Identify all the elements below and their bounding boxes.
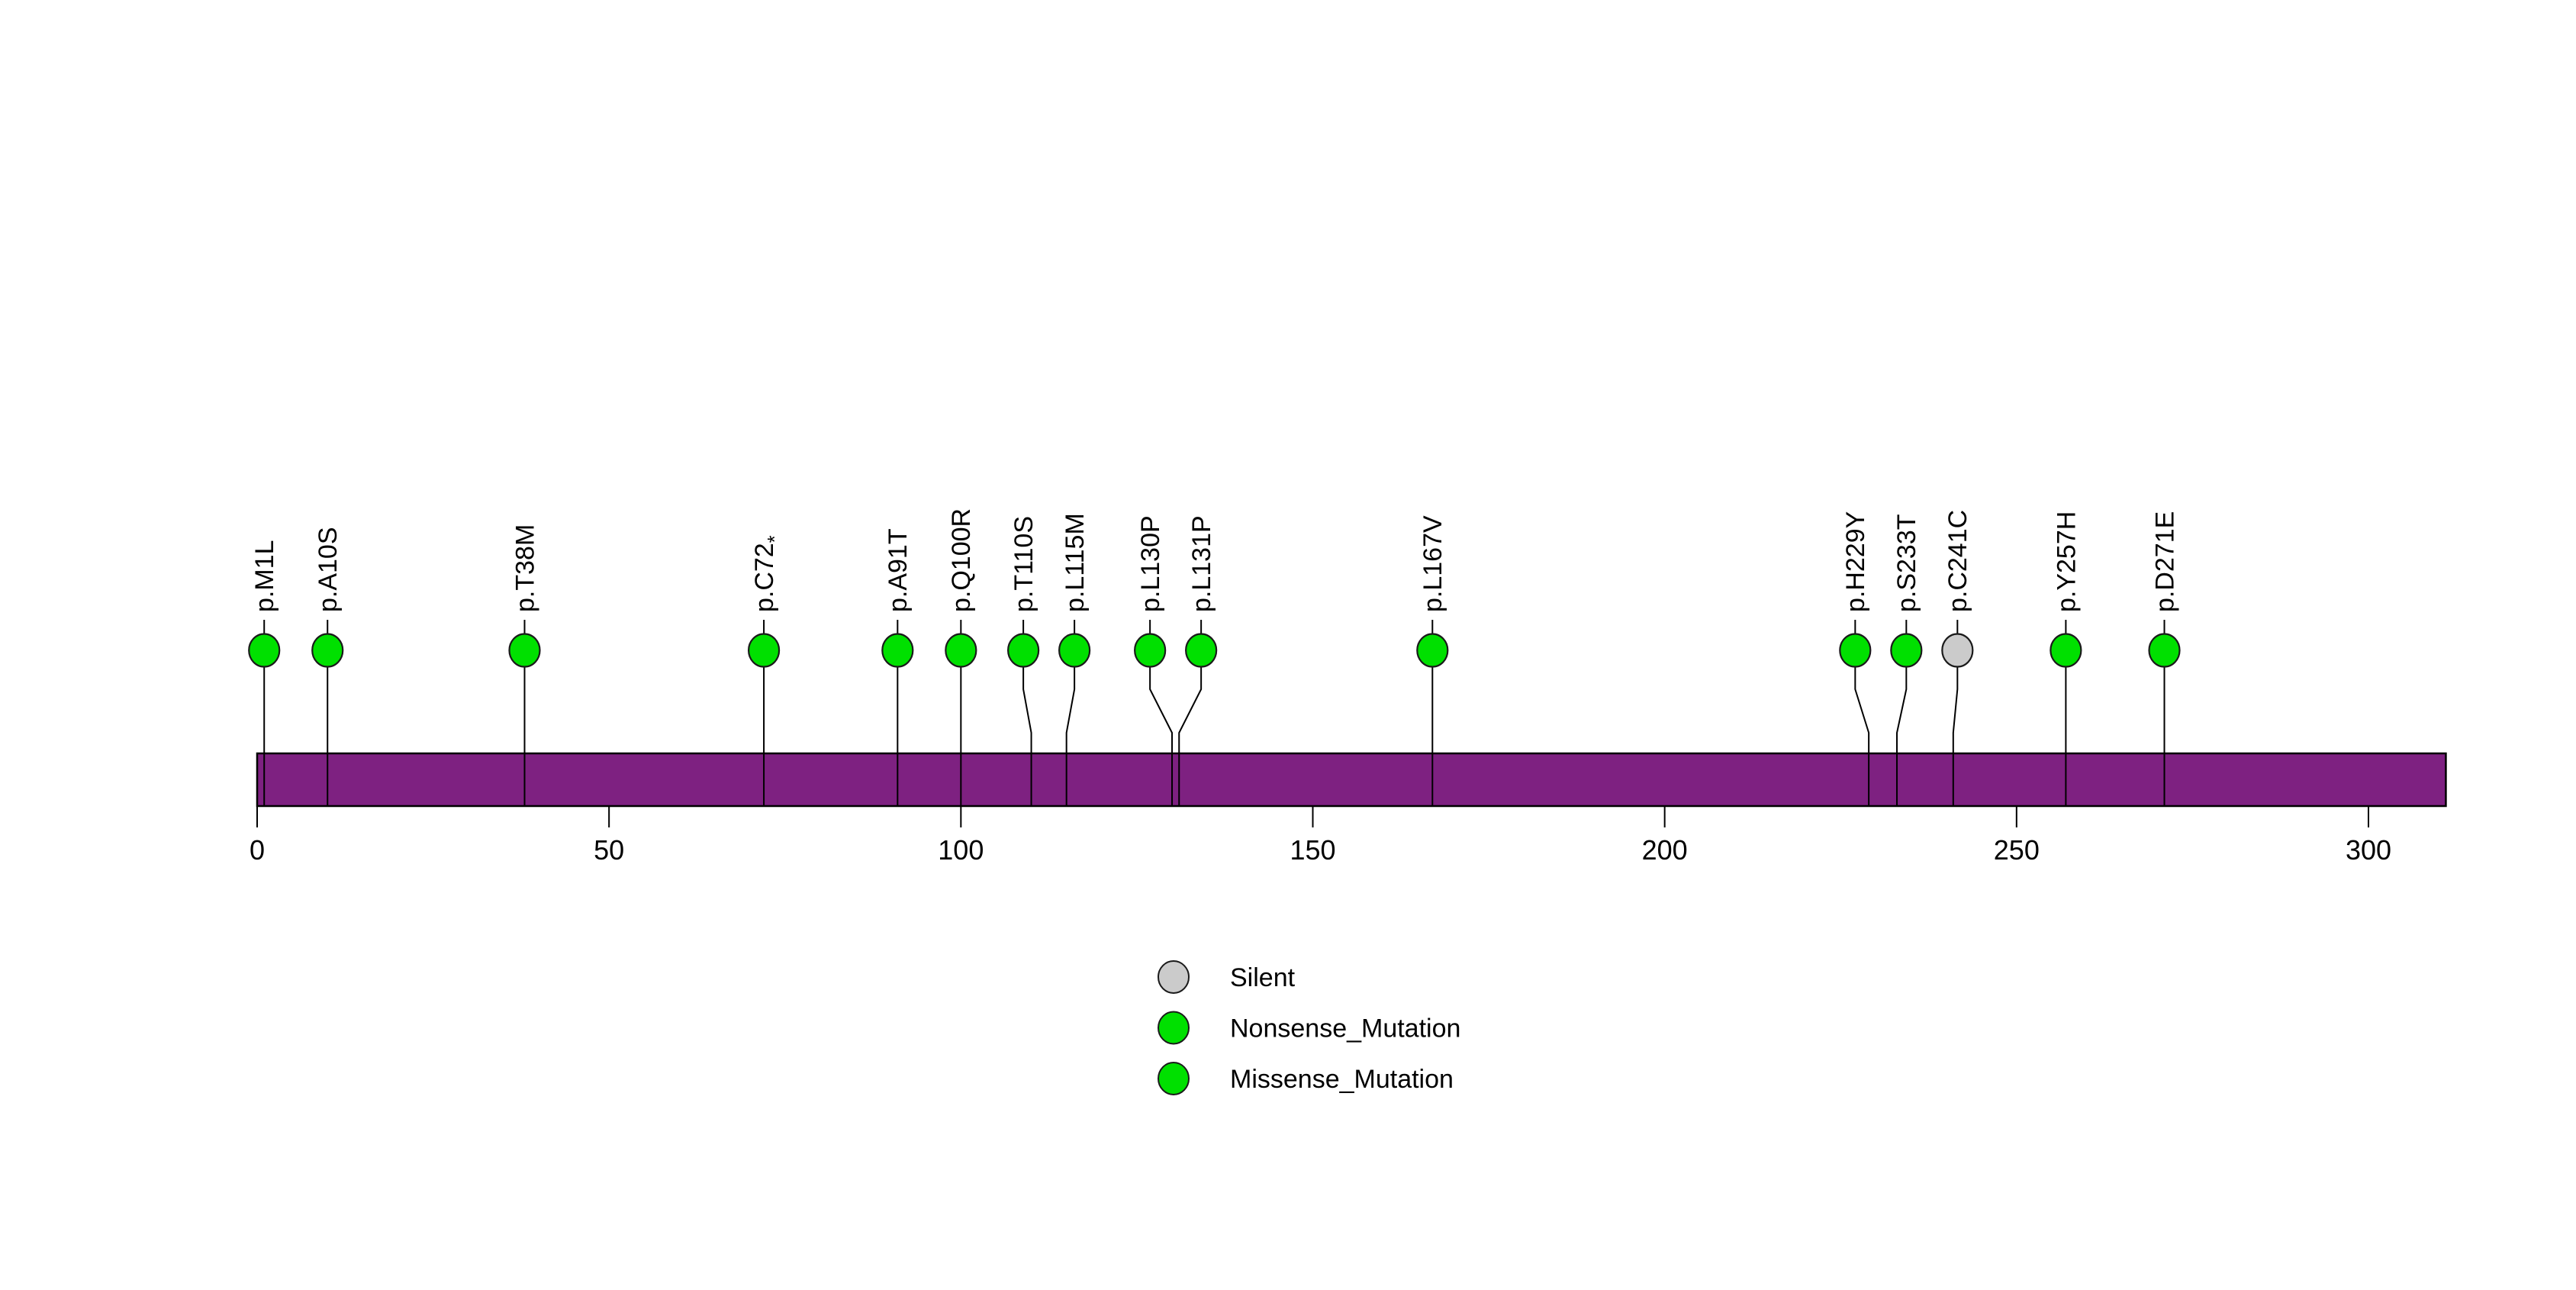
mutation-label-p-a91t: p.A91T xyxy=(884,528,913,612)
mutation-label-p-s233t: p.S233T xyxy=(1892,514,1921,612)
legend-label-silent: Silent xyxy=(1230,963,1296,992)
mutation-label-p-t110s: p.T110S xyxy=(1009,516,1038,612)
protein-backbone-bar xyxy=(256,752,2447,808)
mutation-marker-p-a91t xyxy=(881,633,914,668)
axis-tick-label-100: 100 xyxy=(938,834,984,866)
mutation-marker-p-t110s xyxy=(1007,633,1040,668)
legend-swatch-silent xyxy=(1158,960,1190,994)
mutation-labels: p.M1L p.A10S p.T38M p.C72* p.A91T p.Q100R p.T1… xyxy=(250,508,2179,612)
mutation-marker-p-t38m xyxy=(508,633,541,668)
mutation-marker-p-l130p xyxy=(1134,633,1167,668)
mutation-marker-p-a10s xyxy=(311,633,344,668)
mutation-label-p-q100r: p.Q100R xyxy=(947,508,976,612)
mutation-label-p-m1l: p.M1L xyxy=(250,540,279,613)
mutation-marker-p-c241c xyxy=(1941,633,1974,668)
mutation-marker-p-q100r xyxy=(945,633,977,668)
mutation-marker-p-c72 xyxy=(747,633,781,668)
axis-tick-label-200: 200 xyxy=(1642,834,1688,866)
mutation-markers xyxy=(248,633,2181,668)
legend-swatch-missense-mutation xyxy=(1158,1062,1190,1095)
axis-tick-label-250: 250 xyxy=(1994,834,2040,866)
mutation-label-p-a10s: p.A10S xyxy=(314,527,343,612)
x-axis: 0 50 100 150 200 250 300 xyxy=(250,806,2391,866)
mutation-marker-p-l115m xyxy=(1058,633,1091,668)
legend-swatch-nonsense-mutation xyxy=(1158,1011,1190,1045)
mutation-label-p-c241c: p.C241C xyxy=(1943,510,1972,612)
mutation-marker-p-h229y xyxy=(1839,633,1872,668)
mutation-label-p-h229y: p.H229Y xyxy=(1841,511,1870,612)
axis-tick-label-50: 50 xyxy=(594,834,624,866)
mutation-label-p-t38m: p.T38M xyxy=(510,524,539,612)
mutation-marker-p-s233t xyxy=(1890,633,1923,668)
mutation-label-p-c72: p.C72* xyxy=(750,535,786,612)
mutation-marker-p-m1l xyxy=(248,633,281,668)
legend-label-nonsense-mutation: Nonsense_Mutation xyxy=(1230,1014,1460,1043)
mutation-label-p-l167v: p.L167V xyxy=(1418,515,1447,612)
mutation-label-p-l131p: p.L131P xyxy=(1187,515,1216,612)
mutation-marker-p-l167v xyxy=(1416,633,1449,668)
legend-label-missense-mutation: Missense_Mutation xyxy=(1230,1065,1454,1094)
mutation-marker-p-d271e xyxy=(2148,633,2181,668)
axis-tick-label-150: 150 xyxy=(1290,834,1335,866)
mutation-marker-p-y257h xyxy=(2050,633,2082,668)
axis-tick-label-300: 300 xyxy=(2346,834,2391,866)
mutation-label-p-l115m: p.L115M xyxy=(1061,513,1090,612)
mutation-label-p-y257h: p.Y257H xyxy=(2052,511,2081,612)
axis-tick-label-0: 0 xyxy=(250,834,265,866)
mutation-label-p-l130p: p.L130P xyxy=(1136,515,1165,612)
mutation-marker-p-l131p xyxy=(1185,633,1218,668)
mutation-label-p-d271e: p.D271E xyxy=(2150,511,2179,612)
